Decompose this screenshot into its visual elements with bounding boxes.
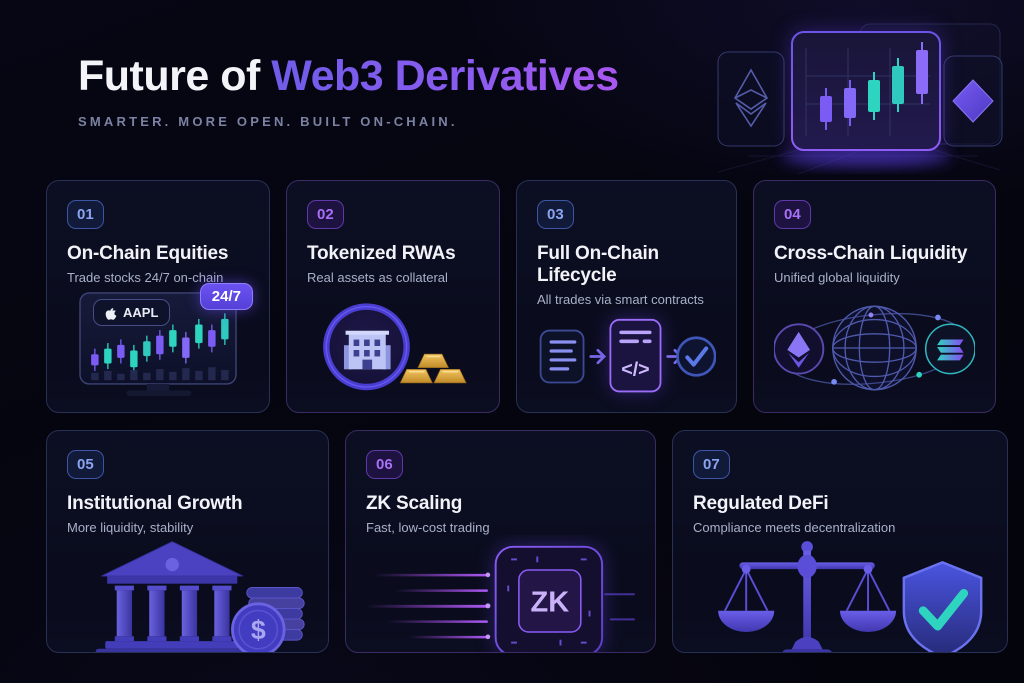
institutional-art-svg: $	[95, 541, 305, 652]
page-title: Future of Web3 Derivatives	[78, 52, 619, 101]
card-tokenized-rwas: 02 Tokenized RWAs Real assets as collate…	[286, 180, 500, 413]
card-title: Full On-Chain Lifecycle	[537, 243, 659, 286]
card-subtitle: Real assets as collateral	[307, 270, 448, 285]
shield-check-icon	[902, 561, 983, 652]
lifecycle-art-svg: </>	[539, 318, 716, 393]
mini-candles	[91, 313, 229, 381]
card-subtitle: Unified global liquidity	[774, 270, 900, 285]
card-title: Cross-Chain Liquidity	[774, 243, 968, 264]
balance-scales-icon	[718, 541, 897, 652]
tagline: SMARTER. MORE OPEN. BUILT ON-CHAIN.	[78, 114, 458, 129]
screen-glow	[781, 147, 951, 167]
defi-art-svg	[718, 541, 983, 652]
zk-art-svg: ZK	[366, 545, 635, 652]
building-glyph	[343, 330, 391, 370]
card-number-badge: 07	[693, 450, 730, 479]
card-title: ZK Scaling	[366, 493, 463, 514]
zk-chip-icon: ZK	[494, 545, 604, 652]
ticker-label: AAPL	[123, 305, 159, 320]
document-icon	[539, 329, 585, 384]
institutional-art: $	[67, 535, 308, 652]
smart-contract-icon: </>	[609, 318, 662, 393]
card-on-chain-equities: 01 On-Chain Equities Trade stocks 24/7 o…	[46, 180, 270, 413]
dollar-coin-icon: $	[231, 602, 286, 652]
ethereum-card-icon	[717, 51, 785, 147]
ticker-pill: AAPL	[93, 299, 171, 326]
wireframe-globe-icon	[832, 305, 917, 391]
hero-candles	[820, 42, 928, 130]
liquidity-art-svg	[774, 305, 975, 391]
bank-building-icon	[95, 541, 249, 652]
gold-bars-icon	[399, 353, 467, 384]
diamond-token-card-icon	[943, 55, 1003, 147]
title-prefix: Future of	[78, 52, 260, 100]
availability-pill: 24/7	[199, 283, 253, 310]
liquidity-art	[774, 285, 975, 411]
card-on-chain-lifecycle: 03 Full On-Chain Lifecycle All trades vi…	[516, 180, 737, 413]
rwa-art	[307, 285, 479, 407]
card-zk-scaling: 06 ZK Scaling Fast, low-cost trading	[345, 430, 656, 653]
volume-bars	[91, 367, 229, 381]
card-number-badge: 04	[774, 200, 811, 229]
card-title: Regulated DeFi	[693, 493, 829, 514]
card-subtitle: More liquidity, stability	[67, 520, 194, 535]
card-regulated-defi: 07 Regulated DeFi Compliance meets decen…	[672, 430, 1008, 653]
card-subtitle: Fast, low-cost trading	[366, 520, 490, 535]
ethereum-coin-icon	[774, 323, 825, 375]
card-title: Tokenized RWAs	[307, 243, 456, 264]
zk-art: ZK	[366, 535, 635, 652]
speed-lines-icon	[366, 572, 635, 640]
card-institutional-growth: 05 Institutional Growth More liquidity, …	[46, 430, 329, 653]
building-coin-icon	[323, 303, 410, 391]
cards-row-1: 01 On-Chain Equities Trade stocks 24/7 o…	[46, 180, 996, 413]
hero-art-svg	[717, 23, 1003, 175]
card-subtitle: All trades via smart contracts	[537, 292, 704, 307]
card-number-badge: 06	[366, 450, 403, 479]
monitor-stand	[146, 383, 170, 391]
check-circle-icon	[676, 336, 716, 377]
hero-illustration	[708, 4, 1010, 175]
title-highlight: Web3 Derivatives	[271, 52, 619, 100]
card-subtitle: Compliance meets decentralization	[693, 520, 896, 535]
cards-row-2: 05 Institutional Growth More liquidity, …	[46, 430, 1008, 653]
solana-coin-icon	[924, 323, 975, 375]
card-title: On-Chain Equities	[67, 243, 229, 264]
card-number-badge: 05	[67, 450, 104, 479]
arrow-right-icon	[589, 348, 607, 365]
candlestick-chart-icon	[791, 31, 941, 151]
rwa-art-svg	[323, 303, 467, 391]
defi-art	[693, 535, 987, 652]
equities-art: AAPL 24/7	[67, 283, 253, 403]
card-cross-chain-liquidity: 04 Cross-Chain Liquidity Unified global …	[753, 180, 996, 413]
card-subtitle: Trade stocks 24/7 on-chain	[67, 270, 224, 285]
header: Future of Web3 Derivatives SMARTER. MORE…	[78, 52, 619, 129]
card-number-badge: 01	[67, 200, 104, 229]
dollar-symbol: $	[251, 615, 266, 645]
lifecycle-art: </>	[537, 307, 716, 412]
code-glyph: </>	[621, 358, 649, 380]
card-number-badge: 02	[307, 200, 344, 229]
monitor-base	[126, 390, 192, 396]
card-number-badge: 03	[537, 200, 574, 229]
apple-logo-icon	[105, 307, 117, 320]
card-title: Institutional Growth	[67, 493, 243, 514]
zk-chip-label: ZK	[531, 587, 570, 619]
